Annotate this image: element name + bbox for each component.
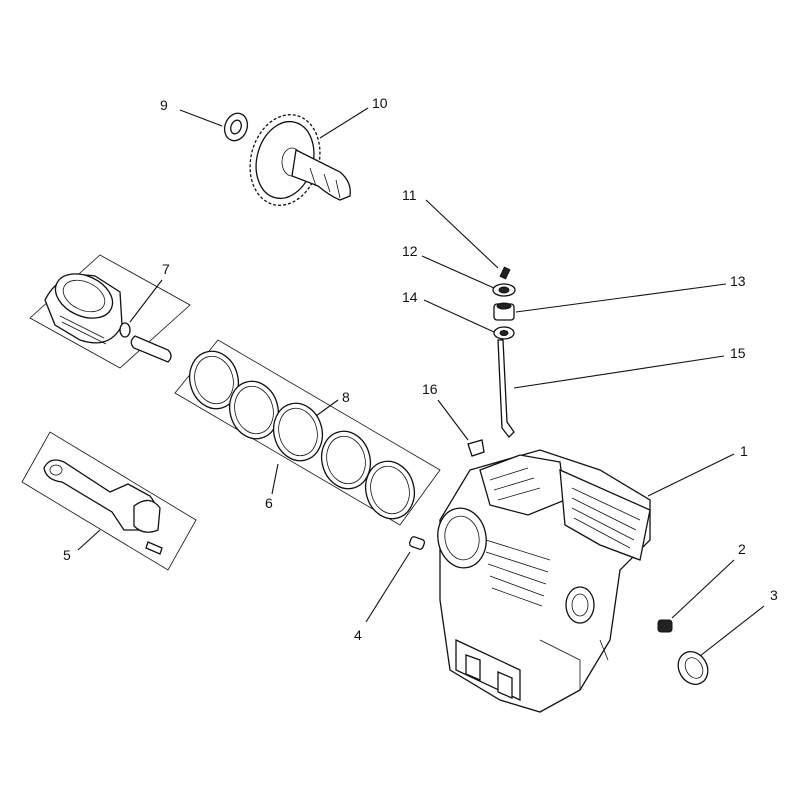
- callout-6: 6: [265, 495, 273, 511]
- callout-11: 11: [402, 187, 417, 203]
- crankcase-part: [437, 449, 651, 713]
- callout-3: 3: [770, 587, 778, 603]
- callout-13: 13: [730, 273, 746, 289]
- callout-14: 14: [402, 289, 418, 305]
- callout-labels: 1 2 3 4 5 6 7 8 9 10 11 12 13 14 15 16: [63, 95, 778, 643]
- leader-lines: [77, 107, 765, 657]
- callout-1: 1: [740, 443, 748, 459]
- piston-rings-group: [174, 339, 441, 526]
- piston-group: [29, 254, 191, 369]
- callout-16: 16: [422, 381, 438, 397]
- callout-12: 12: [402, 243, 418, 259]
- callout-10: 10: [372, 95, 388, 111]
- connecting-rod-group: [21, 431, 197, 571]
- oil-seal-part: [677, 651, 709, 685]
- callout-4: 4: [354, 627, 362, 643]
- callout-15: 15: [730, 345, 746, 361]
- cap-part: [467, 439, 485, 457]
- dowel-part: [408, 536, 426, 550]
- valve-stack-parts: [492, 266, 516, 438]
- callout-5: 5: [63, 547, 71, 563]
- callout-7: 7: [162, 261, 170, 277]
- callout-2: 2: [738, 541, 746, 557]
- callout-8: 8: [342, 389, 350, 405]
- washer-part: [223, 112, 249, 142]
- callout-9: 9: [160, 97, 168, 113]
- plug-part: [657, 619, 673, 633]
- camshaft-gear-part: [249, 114, 351, 206]
